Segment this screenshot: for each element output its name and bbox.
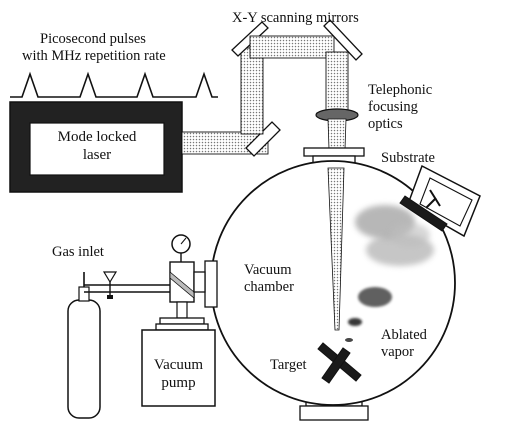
mirrors-label: X-Y scanning mirrors [232,10,359,26]
pulses-label-line1: Picosecond pulses [40,31,146,47]
vacuum-pump [141,317,216,407]
pump-label-line2: pump [161,375,196,391]
target-label: Target [270,357,307,373]
mode-locked-laser-box [9,101,183,193]
pressure-gauge [169,234,206,319]
chamber-label-line1: Vacuum [244,262,292,278]
substrate-holder [399,164,481,238]
laser-label-line2: laser [82,147,112,163]
gas-inlet-label: Gas inlet [52,244,104,260]
laser-beam-path [181,19,363,157]
ablated-label-line2: vapor [381,344,415,360]
gas-line [84,271,170,299]
laser-label-line1: Mode locked [57,129,137,145]
pulse-train [10,71,218,98]
chamber-label-line2: chamber [244,279,294,295]
beam-in-chamber [327,167,345,331]
pump-label-line1: Vacuum [153,357,204,373]
ablated-plume [345,205,434,342]
gas-cylinder [67,272,101,419]
optics-label-line1: Telephonic [368,82,433,98]
target [317,342,362,384]
optics-label-line2: focusing [368,99,418,115]
substrate-label: Substrate [381,150,435,166]
optics-label-line3: optics [368,116,403,132]
pulses-label-line2: with MHz repetition rate [22,48,166,64]
ablated-label-line1: Ablated [381,327,427,343]
